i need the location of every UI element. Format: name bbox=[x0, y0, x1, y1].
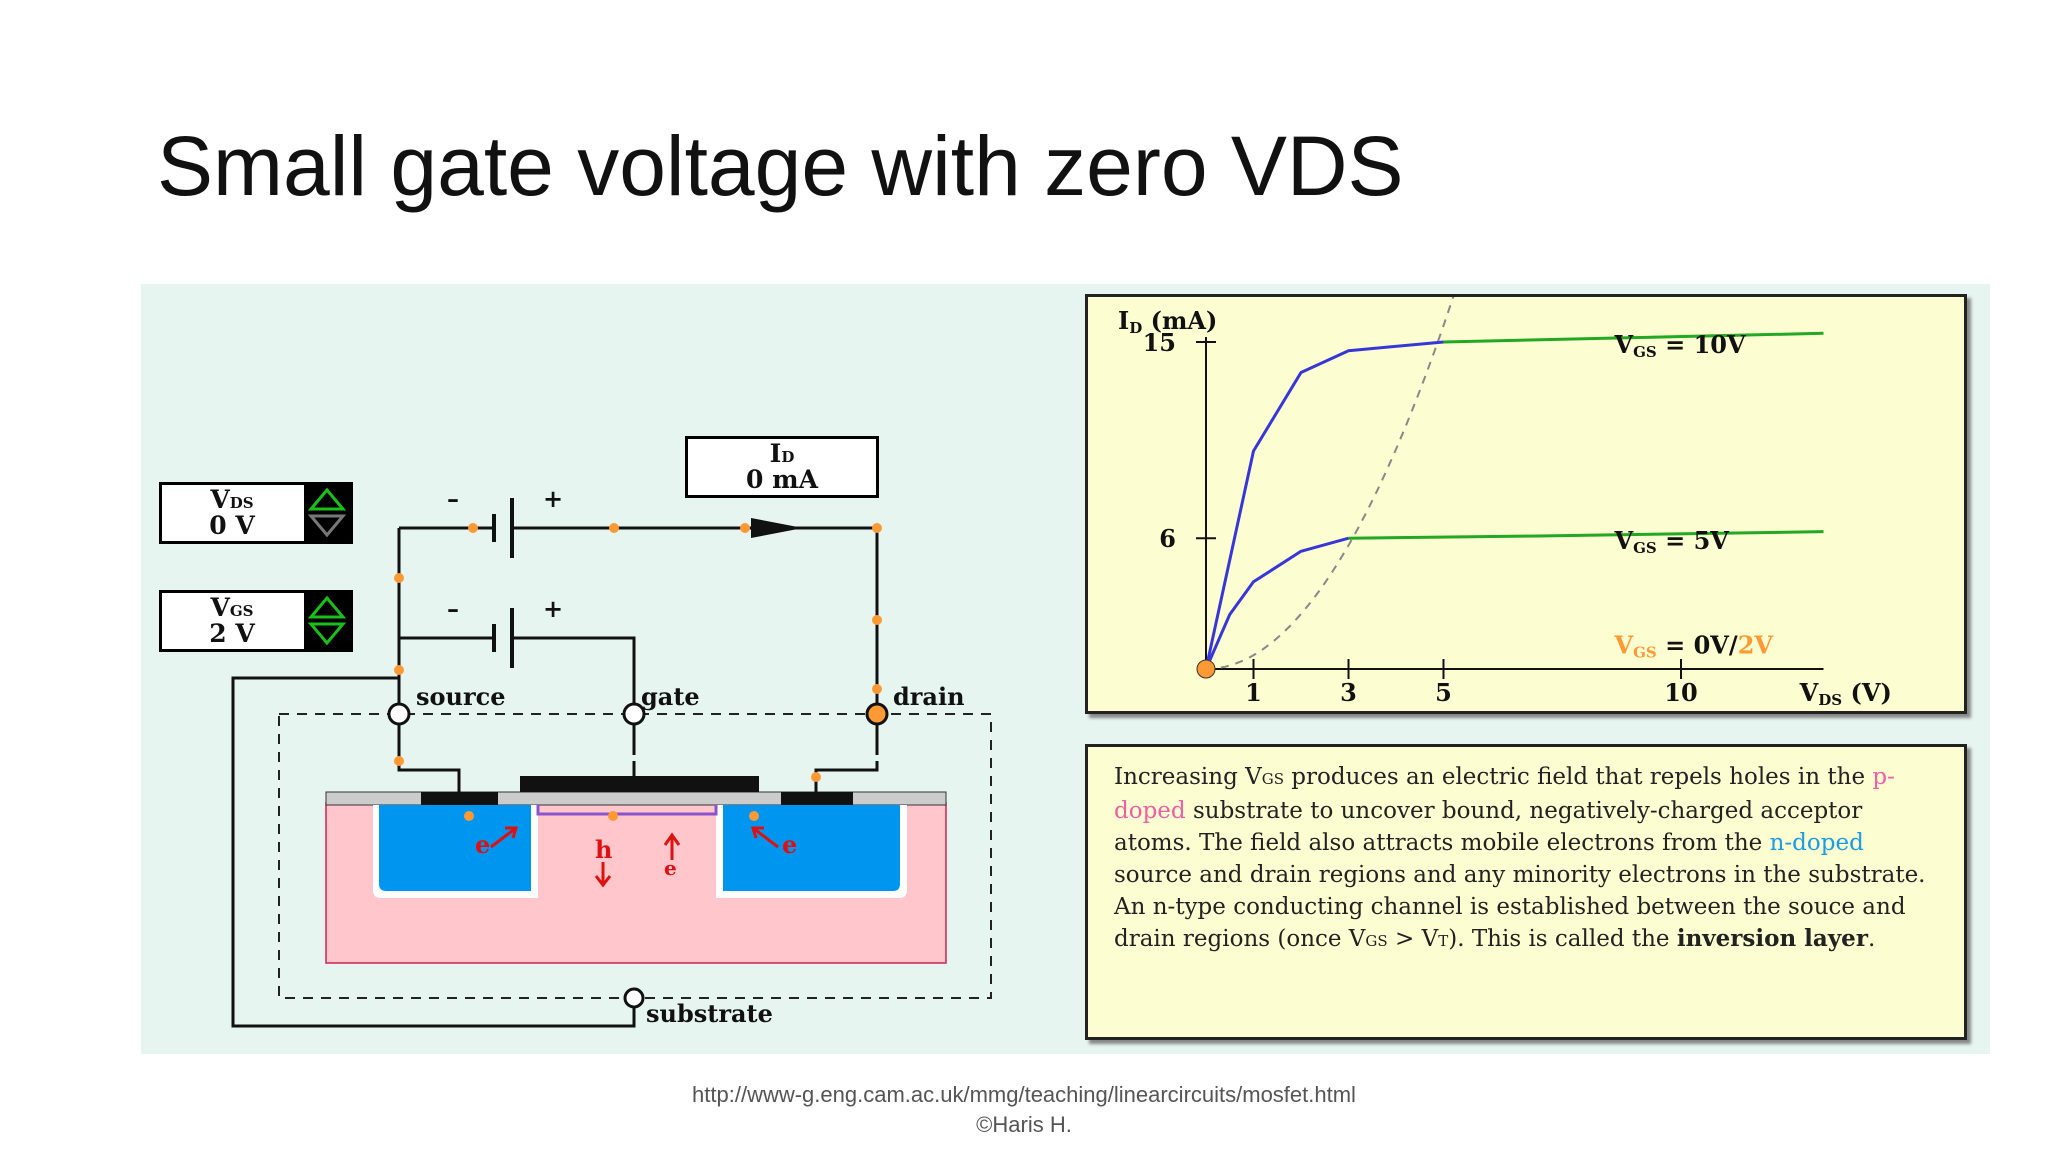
y-axis-label: ID (mA) bbox=[1118, 306, 1217, 337]
id-meter-value: 0 mA bbox=[746, 465, 818, 494]
curve-label-5v: VGS = 5V bbox=[1614, 526, 1730, 557]
gate-terminal bbox=[622, 702, 646, 726]
explanation-sub: GS bbox=[1365, 932, 1388, 950]
curve-label-10v: VGS = 10V bbox=[1614, 330, 1747, 361]
gate-electrode bbox=[520, 776, 759, 792]
vds-control[interactable]: VDS 0 V bbox=[159, 482, 353, 544]
saturation-boundary bbox=[1205, 297, 1455, 670]
inversion-layer-term: inversion layer bbox=[1676, 925, 1868, 952]
drain-terminal bbox=[865, 702, 889, 726]
electron-label-left: e bbox=[475, 830, 491, 859]
substrate-terminal bbox=[623, 987, 645, 1009]
curve-vgs-10v-saturation bbox=[1443, 331, 1824, 344]
vgs-stepper bbox=[304, 593, 350, 649]
charge-dots bbox=[394, 523, 882, 821]
curve-vgs-0v-2v-point bbox=[1196, 659, 1216, 679]
vds-increase-icon[interactable] bbox=[307, 487, 347, 511]
y-tick-label: 15 bbox=[1143, 328, 1176, 357]
y-tick-label: 6 bbox=[1159, 524, 1176, 553]
hole-label: h bbox=[595, 835, 613, 864]
vds-battery-minus: – bbox=[447, 484, 459, 513]
vgs-control[interactable]: VGS 2 V bbox=[159, 590, 353, 652]
slide-title: Small gate voltage with zero VDS bbox=[157, 119, 1404, 213]
drain-contact bbox=[781, 792, 853, 805]
explanation-part: substrate to uncover bound, negatively-c… bbox=[1114, 798, 1863, 856]
x-tick-label: 5 bbox=[1435, 678, 1452, 707]
id-meter-symbol: ID bbox=[769, 439, 795, 468]
electron-label-channel: e bbox=[664, 856, 677, 880]
circuit-diagram bbox=[231, 498, 992, 1028]
vgs-increase-icon[interactable] bbox=[307, 595, 347, 619]
explanation-part: source and drain regions and any minorit… bbox=[1114, 862, 1926, 952]
gate-label: gate bbox=[641, 682, 700, 711]
curve-vgs-10v-linear bbox=[1204, 340, 1444, 670]
x-axis-label: VDS (V) bbox=[1799, 678, 1892, 709]
source-contact bbox=[421, 792, 498, 805]
id-vds-graph: ID (mA) VDS (V) 15 6 1 3 5 10 VGS = 10V VGS = 5V V… bbox=[1085, 294, 1967, 714]
current-arrow bbox=[751, 518, 803, 538]
x-tick-label: 1 bbox=[1245, 678, 1262, 707]
vgs-control-value: 2 V bbox=[209, 619, 255, 648]
x-tick-label: 10 bbox=[1664, 678, 1697, 707]
explanation-part: > V bbox=[1387, 926, 1439, 952]
p-doped-term: p-doped bbox=[1114, 764, 1895, 824]
drain-label: drain bbox=[893, 682, 965, 711]
vgs-control-symbol: VGS bbox=[210, 593, 254, 622]
channel-layer bbox=[536, 805, 718, 816]
explanation-sub: GS bbox=[1261, 770, 1284, 788]
electron-label-right: e bbox=[782, 830, 798, 859]
x-tick-label: 3 bbox=[1340, 678, 1357, 707]
chart-svg: ID (mA) VDS (V) 15 6 1 3 5 10 VGS = 10V VGS = 5V V… bbox=[1118, 297, 1892, 709]
n-doped-term: n-doped bbox=[1769, 830, 1864, 856]
explanation-part: ). This is called the bbox=[1448, 926, 1677, 952]
id-meter: ID 0 mA bbox=[685, 436, 879, 498]
explanation-text: Increasing VGS produces an electric fiel… bbox=[1085, 744, 1967, 1040]
vds-decrease-icon[interactable] bbox=[307, 514, 347, 538]
vgs-battery-minus: – bbox=[447, 594, 459, 623]
source-label: source bbox=[416, 682, 506, 711]
substrate-label: substrate bbox=[646, 999, 773, 1028]
n-drain-region bbox=[723, 805, 900, 891]
explanation-sub: T bbox=[1438, 932, 1449, 950]
vds-control-value: 0 V bbox=[209, 511, 255, 540]
curve-label-0v-2v: VGS = 0V/2V bbox=[1614, 631, 1774, 662]
curve-vgs-5v-linear bbox=[1204, 536, 1349, 670]
mosfet-figure: – + – + source gate drain substrate e e … bbox=[141, 284, 1990, 1054]
explanation-part: produces an electric field that repels h… bbox=[1283, 764, 1873, 790]
n-source-region bbox=[379, 805, 531, 891]
vds-battery-plus: + bbox=[543, 484, 564, 513]
vgs-battery-plus: + bbox=[543, 594, 564, 623]
credit: ©Haris H. bbox=[976, 1112, 1072, 1137]
vgs-decrease-icon[interactable] bbox=[307, 622, 347, 646]
source-terminal bbox=[387, 702, 411, 726]
source-url: http://www-g.eng.cam.ac.uk/mmg/teaching/… bbox=[692, 1082, 1356, 1107]
vds-stepper bbox=[304, 485, 350, 541]
explanation-part: . bbox=[1867, 926, 1876, 952]
explanation-part: Increasing V bbox=[1114, 764, 1262, 790]
curve-vgs-5v-saturation bbox=[1348, 530, 1824, 540]
vds-control-symbol: VDS bbox=[210, 485, 254, 514]
